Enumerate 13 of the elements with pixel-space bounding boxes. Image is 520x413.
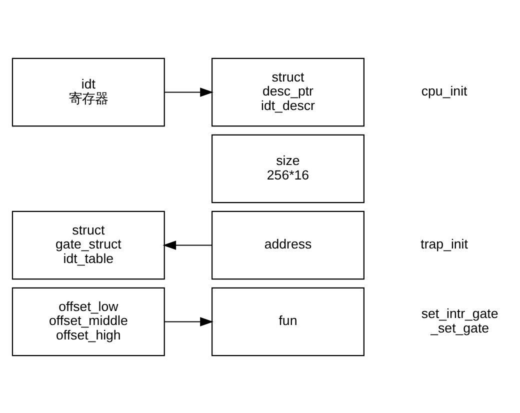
node-box: fun: [212, 286, 364, 356]
arrow: [164, 316, 214, 326]
node-box: offset_low offset_middle offset_high: [12, 286, 165, 356]
node-box: idt 寄存器: [12, 57, 165, 126]
label: set_intr_gate _set_gate: [421, 305, 498, 335]
node-box: struct desc_ptr idt_descr: [212, 57, 364, 126]
label: trap_init: [420, 236, 468, 252]
arrow: [164, 87, 214, 96]
label: cpu_init: [421, 83, 468, 98]
node-box: address: [212, 210, 364, 280]
node-box: size 256*16: [212, 134, 364, 203]
arrow: [162, 240, 212, 250]
node-box: struct gate_struct idt_table: [12, 210, 165, 280]
